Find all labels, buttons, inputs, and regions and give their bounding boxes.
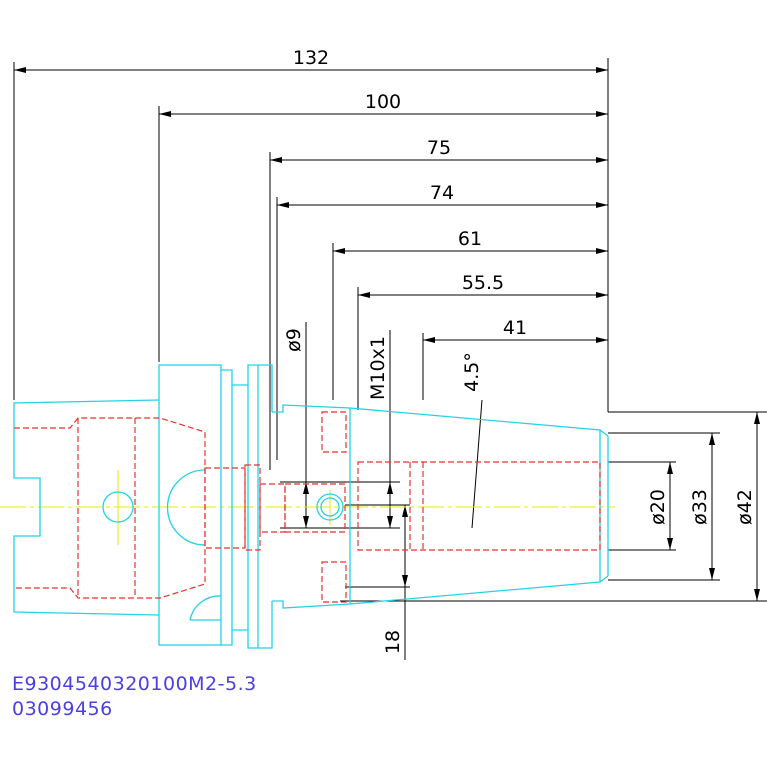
- dim-angle: 4.5°: [461, 352, 483, 392]
- arrowheads: [14, 67, 760, 601]
- dim-dia42: ø42: [734, 489, 756, 525]
- dim-55-5: 55.5: [462, 272, 504, 294]
- dim-61: 61: [458, 228, 482, 250]
- dim-41: 41: [503, 317, 527, 339]
- dim-100: 100: [365, 91, 401, 113]
- dim-75: 75: [427, 137, 451, 159]
- part-number: E9304540320100M2-5.3: [12, 673, 257, 695]
- dim-dia9: ø9: [283, 328, 305, 352]
- centerlines: [0, 470, 615, 545]
- dim-dia33: ø33: [689, 489, 711, 525]
- hidden-lines: [14, 411, 601, 603]
- dim-74: 74: [430, 182, 454, 204]
- dim-dia20: ø20: [647, 489, 669, 525]
- dim-18: 18: [382, 630, 404, 654]
- drawing-number: 03099456: [12, 698, 113, 720]
- part-outline: [13, 364, 609, 649]
- dim-thread: M10x1: [367, 336, 389, 400]
- dimension-lines: [13, 58, 767, 660]
- dimension-labels: 132 100 75 74 61 55.5 41 ø9 M10x1 4.5° ø…: [283, 47, 756, 654]
- dim-132: 132: [293, 47, 329, 69]
